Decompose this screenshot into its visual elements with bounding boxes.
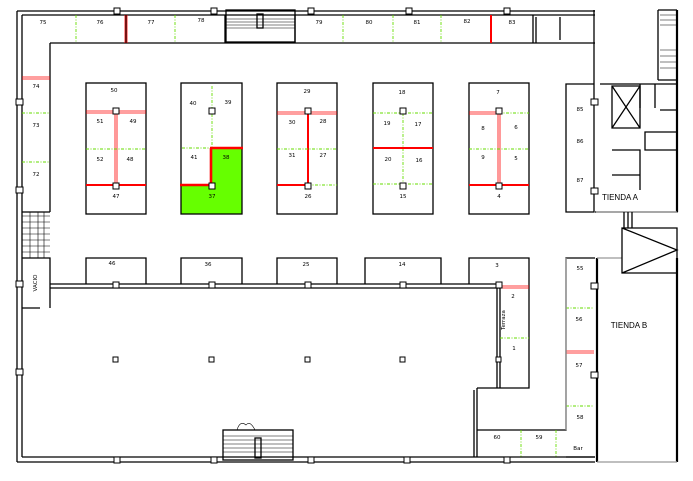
unit-86[interactable]: 86 bbox=[577, 139, 584, 145]
unit-41[interactable]: 41 bbox=[191, 155, 198, 161]
unit-7[interactable]: 7 bbox=[496, 90, 500, 96]
unit-79[interactable]: 79 bbox=[316, 20, 323, 26]
bar-label: Bar bbox=[573, 446, 583, 452]
stairs-bottom bbox=[222, 423, 294, 461]
unit-47[interactable]: 47 bbox=[113, 194, 120, 200]
unit-72[interactable]: 72 bbox=[33, 172, 40, 178]
stairs-top bbox=[225, 9, 296, 43]
unit-3[interactable]: 3 bbox=[495, 263, 499, 269]
unit-6[interactable]: 6 bbox=[514, 125, 518, 131]
unit-29[interactable]: 29 bbox=[304, 89, 311, 95]
terraza-label: Terraza bbox=[501, 310, 507, 331]
unit-76[interactable]: 76 bbox=[97, 20, 104, 26]
unit-81[interactable]: 81 bbox=[414, 20, 421, 26]
unit-37[interactable]: 37 bbox=[209, 194, 216, 200]
tienda-a-label[interactable]: TIENDA A bbox=[602, 193, 639, 202]
columns bbox=[15, 7, 599, 464]
unit-59[interactable]: 59 bbox=[536, 435, 543, 441]
unit-17[interactable]: 17 bbox=[415, 122, 422, 128]
unit-15[interactable]: 15 bbox=[400, 194, 407, 200]
unit-60[interactable]: 60 bbox=[494, 435, 501, 441]
tienda-b-label[interactable]: TIENDA B bbox=[611, 321, 647, 330]
unit-40[interactable]: 40 bbox=[190, 101, 197, 107]
unit-77[interactable]: 77 bbox=[148, 20, 155, 26]
unit-73[interactable]: 73 bbox=[33, 123, 40, 129]
unit-27[interactable]: 27 bbox=[320, 153, 327, 159]
unit-80[interactable]: 80 bbox=[366, 20, 373, 26]
unit-36[interactable]: 36 bbox=[205, 262, 212, 268]
unit-2[interactable]: 2 bbox=[511, 294, 515, 300]
unit-82[interactable]: 82 bbox=[464, 19, 471, 25]
unit-55[interactable]: 55 bbox=[577, 266, 584, 272]
unit-51[interactable]: 51 bbox=[97, 119, 104, 125]
unit-26[interactable]: 26 bbox=[305, 194, 312, 200]
unit-8[interactable]: 8 bbox=[481, 126, 485, 132]
unit-46[interactable]: 46 bbox=[109, 261, 116, 267]
unit-labels: 75 76 77 78 79 80 81 82 83 74 73 72 50 5… bbox=[33, 18, 648, 452]
unit-83[interactable]: 83 bbox=[509, 20, 516, 26]
unit-48[interactable]: 48 bbox=[127, 157, 134, 163]
unit-39[interactable]: 39 bbox=[225, 100, 232, 106]
unit-4[interactable]: 4 bbox=[497, 194, 501, 200]
unit-16[interactable]: 16 bbox=[416, 158, 423, 164]
unit-38[interactable]: 38 bbox=[223, 155, 230, 161]
unit-58[interactable]: 58 bbox=[577, 415, 584, 421]
unit-25[interactable]: 25 bbox=[303, 262, 310, 268]
unit-1[interactable]: 1 bbox=[512, 346, 516, 352]
unit-56[interactable]: 56 bbox=[576, 317, 583, 323]
lower-row-units bbox=[85, 257, 530, 287]
unit-9[interactable]: 9 bbox=[481, 155, 485, 161]
unit-87[interactable]: 87 bbox=[577, 178, 584, 184]
unit-85[interactable]: 85 bbox=[577, 107, 584, 113]
unit-52[interactable]: 52 bbox=[97, 157, 104, 163]
vacio-label: VACIO bbox=[33, 274, 39, 292]
unit-5[interactable]: 5 bbox=[514, 156, 518, 162]
unit-31[interactable]: 31 bbox=[289, 153, 296, 159]
unit-18[interactable]: 18 bbox=[399, 90, 406, 96]
outer-walls bbox=[16, 9, 679, 463]
unit-20[interactable]: 20 bbox=[385, 157, 392, 163]
unit-78[interactable]: 78 bbox=[198, 18, 205, 24]
unit-30[interactable]: 30 bbox=[289, 120, 296, 126]
unit-75[interactable]: 75 bbox=[40, 20, 47, 26]
unit-28[interactable]: 28 bbox=[320, 119, 327, 125]
unit-57[interactable]: 57 bbox=[576, 363, 583, 369]
unit-19[interactable]: 19 bbox=[384, 121, 391, 127]
stairs-left bbox=[22, 212, 50, 258]
unit-49[interactable]: 49 bbox=[130, 119, 137, 125]
unit-74[interactable]: 74 bbox=[33, 84, 40, 90]
unit-14[interactable]: 14 bbox=[399, 262, 406, 268]
unit-50[interactable]: 50 bbox=[111, 88, 118, 94]
stairs-right bbox=[660, 14, 677, 69]
